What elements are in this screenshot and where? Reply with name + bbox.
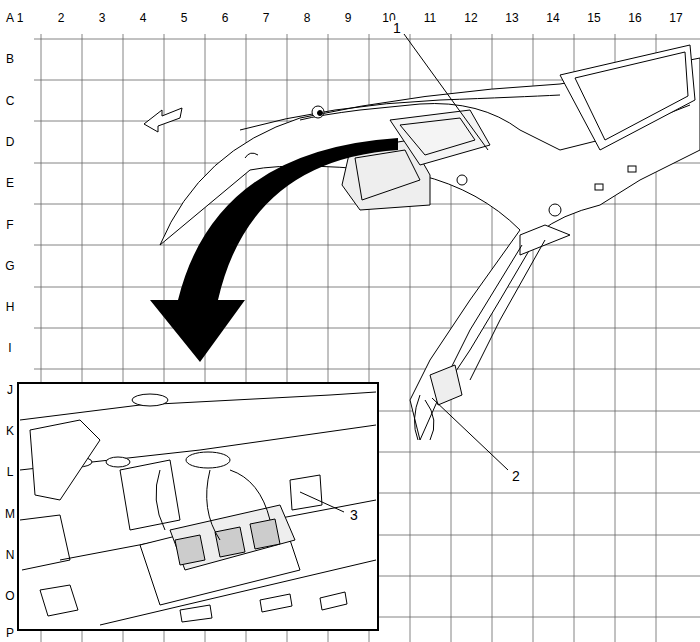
grid-row-letter: J <box>5 383 15 397</box>
grid-column-number: 11 <box>422 11 438 25</box>
grid-row-letter: C <box>4 94 17 108</box>
grid-column-number: 2 <box>56 11 67 25</box>
grid-row-letter: K <box>4 424 16 438</box>
grid-column-number: 12 <box>462 11 479 25</box>
detail-inset <box>18 383 378 630</box>
grid-row-letter: G <box>3 259 16 273</box>
grid-row-letter: N <box>4 548 17 562</box>
grid-row-letter: M <box>3 507 17 521</box>
grid-row-letter: H <box>4 300 17 314</box>
grid-column-number: 7 <box>261 11 272 25</box>
grid-column-number: 16 <box>626 11 643 25</box>
headliner <box>160 45 700 440</box>
view-arrow <box>150 138 398 362</box>
grid-column-number: 6 <box>220 11 231 25</box>
grid-column-number: 15 <box>585 11 602 25</box>
grid-column-number: 13 <box>503 11 520 25</box>
grid-row-letter: F <box>4 218 15 232</box>
grid-row-letter: P <box>4 626 16 640</box>
grid-row-letter: L <box>5 465 16 479</box>
grid-row-letter: O <box>3 589 16 603</box>
grid-column-number: 14 <box>544 11 561 25</box>
grid-column-number: 9 <box>343 11 354 25</box>
callout-number: 2 <box>510 468 522 484</box>
grid-column-number: 4 <box>138 11 149 25</box>
grid-column-number: 8 <box>302 11 313 25</box>
grid-column-number: 1 <box>15 11 26 25</box>
grid-column-number: 3 <box>97 11 108 25</box>
grid-row-letter: I <box>6 341 13 355</box>
callout-number: 1 <box>391 20 403 36</box>
grid-row-letter: E <box>4 176 16 190</box>
leader-line <box>300 34 508 512</box>
grid-column-number: 5 <box>179 11 190 25</box>
callout-number: 3 <box>348 507 360 523</box>
grid-row-letter: A <box>4 11 16 25</box>
grid-row-letter: D <box>4 135 17 149</box>
grid-row-letter: B <box>4 52 16 66</box>
grid-column-number: 17 <box>667 11 684 25</box>
